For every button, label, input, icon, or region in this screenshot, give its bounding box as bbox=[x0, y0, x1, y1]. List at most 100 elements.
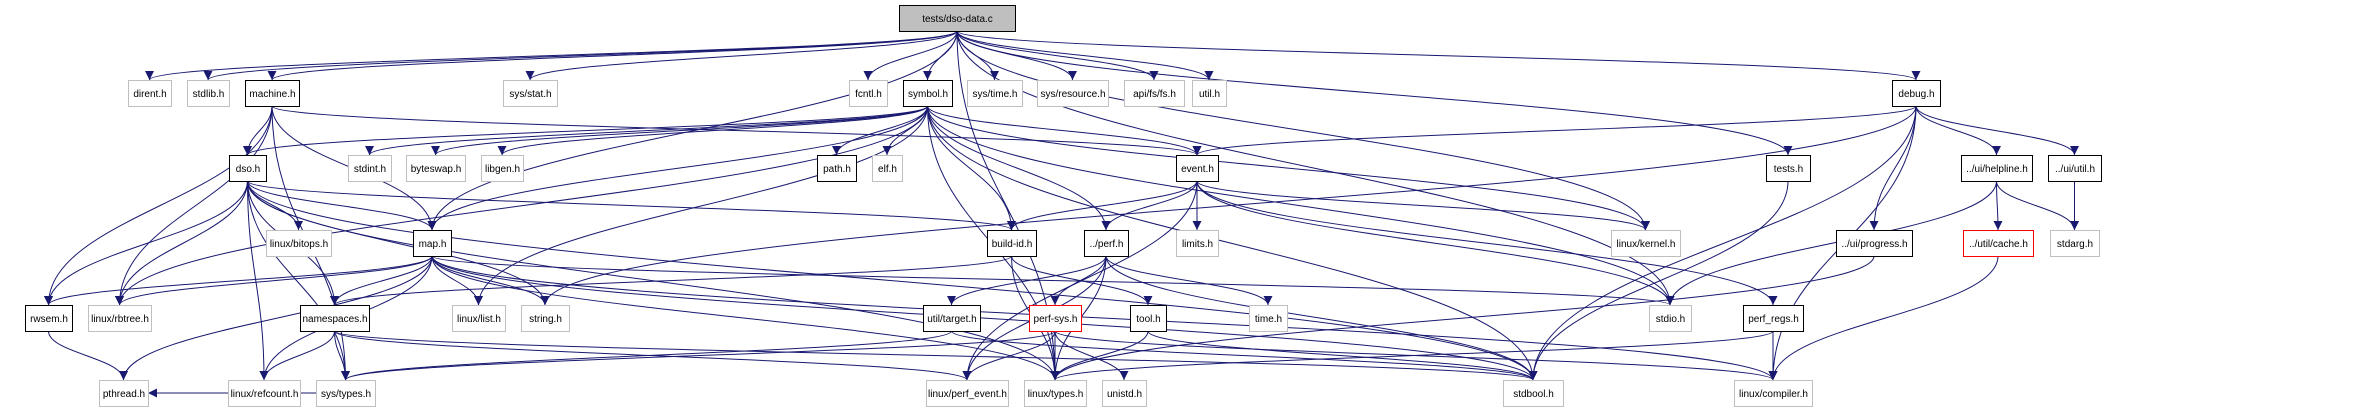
node-machine[interactable]: machine.h bbox=[245, 80, 300, 107]
node-label: linux/perf_event.h bbox=[928, 389, 1007, 400]
edge-map-to-rwsem bbox=[44, 255, 433, 306]
node-helpline[interactable]: ../ui/helpline.h bbox=[1961, 155, 2033, 182]
edge-map-to-pthread bbox=[119, 255, 433, 381]
edge-namespaces-to-refcount bbox=[259, 330, 335, 381]
edge-machine-to-rwsem bbox=[44, 105, 273, 306]
node-util: util.h bbox=[1192, 80, 1227, 107]
node-namespaces[interactable]: namespaces.h bbox=[300, 305, 370, 332]
node-target[interactable]: util/target.h bbox=[923, 305, 981, 332]
node-label: sys/time.h bbox=[972, 89, 1017, 100]
node-box bbox=[1037, 80, 1109, 107]
edge-event-to-stdio bbox=[1196, 180, 1675, 306]
node-sysresource: sys/resource.h bbox=[1037, 80, 1109, 107]
node-path[interactable]: path.h bbox=[817, 155, 857, 182]
edge-symbol-to-byteswap bbox=[431, 105, 928, 156]
node-box bbox=[1892, 80, 1941, 107]
node-progress[interactable]: ../ui/progress.h bbox=[1836, 230, 1913, 257]
node-box bbox=[1176, 230, 1219, 257]
edge-debug-to-uiutil bbox=[1915, 105, 2079, 156]
edge-symbol-to-stdint bbox=[365, 105, 928, 156]
node-pthread: pthread.h bbox=[99, 380, 149, 407]
node-unistd: unistd.h bbox=[1102, 380, 1147, 407]
node-box bbox=[406, 155, 466, 182]
node-root[interactable]: tests/dso-data.c bbox=[899, 5, 1016, 32]
node-perfsys[interactable]: perf-sys.h bbox=[1029, 305, 1082, 332]
node-label: event.h bbox=[1181, 164, 1214, 175]
edge-root-to-util bbox=[956, 30, 1214, 81]
node-buildid[interactable]: build-id.h bbox=[987, 230, 1037, 257]
node-tests[interactable]: tests.h bbox=[1766, 155, 1811, 182]
edge-perf-to-time bbox=[1105, 255, 1273, 306]
node-box bbox=[1836, 230, 1913, 257]
edge-tool-to-ltypes bbox=[1050, 330, 1149, 381]
node-box bbox=[228, 380, 301, 407]
edge-root-to-dirent bbox=[145, 30, 958, 81]
node-label: tests.h bbox=[1774, 164, 1803, 175]
edge-root-to-stdlib bbox=[203, 30, 958, 81]
node-stdbool: stdbool.h bbox=[1503, 380, 1564, 407]
node-label: stdlib.h bbox=[193, 89, 225, 100]
node-label: path.h bbox=[823, 164, 851, 175]
edge-target-to-stdbool bbox=[951, 330, 1538, 381]
node-debug[interactable]: debug.h bbox=[1892, 80, 1941, 107]
nodes-layer: tests/dso-data.c dirent.h stdlib.h machine.… bbox=[25, 5, 2102, 407]
edge-perfsys-to-unistd bbox=[1054, 330, 1129, 381]
node-box bbox=[2050, 230, 2100, 257]
node-apifs: api/fs/fs.h bbox=[1124, 80, 1185, 107]
node-label: perf-sys.h bbox=[1034, 314, 1078, 325]
node-label: stdio.h bbox=[1656, 314, 1685, 325]
node-label: dirent.h bbox=[133, 89, 166, 100]
edge-dso-to-rbtree bbox=[115, 180, 248, 306]
node-label: debug.h bbox=[1898, 89, 1934, 100]
node-label: symbol.h bbox=[908, 89, 948, 100]
node-byteswap: byteswap.h bbox=[406, 155, 466, 182]
edge-perf-to-target bbox=[947, 255, 1107, 306]
edge-cache-to-compiler bbox=[1768, 255, 1999, 381]
node-rbtree: linux/rbtree.h bbox=[88, 305, 152, 332]
edge-machine-to-event bbox=[271, 105, 1202, 156]
node-box bbox=[849, 80, 888, 107]
node-stdlib: stdlib.h bbox=[187, 80, 230, 107]
node-label: util.h bbox=[1199, 89, 1220, 100]
node-label: linux/refcount.h bbox=[231, 389, 299, 400]
node-symbol[interactable]: symbol.h bbox=[903, 80, 953, 107]
node-rwsem[interactable]: rwsem.h bbox=[25, 305, 73, 332]
node-label: tests/dso-data.c bbox=[922, 14, 993, 25]
edge-event-to-perf bbox=[1101, 180, 1198, 231]
edge-debug-to-helpline bbox=[1915, 105, 2001, 156]
node-label: sys/types.h bbox=[321, 389, 371, 400]
node-label: ../perf.h bbox=[1090, 239, 1124, 250]
node-box bbox=[1130, 305, 1167, 332]
node-map[interactable]: map.h bbox=[413, 230, 452, 257]
node-uiutil[interactable]: ../ui/util.h bbox=[2048, 155, 2102, 182]
node-box bbox=[1029, 305, 1082, 332]
node-perf[interactable]: ../perf.h bbox=[1084, 230, 1129, 257]
node-box bbox=[1649, 305, 1692, 332]
edge-machine-to-rbtree bbox=[115, 105, 273, 306]
edge-event-to-kernel bbox=[1196, 180, 1650, 231]
edge-symbol-to-libgen bbox=[497, 105, 928, 156]
edge-symbol-to-perf bbox=[927, 105, 1111, 231]
node-tool[interactable]: tool.h bbox=[1130, 305, 1167, 332]
node-event[interactable]: event.h bbox=[1176, 155, 1219, 182]
node-label: tool.h bbox=[1136, 314, 1160, 325]
node-box bbox=[987, 230, 1037, 257]
node-cache[interactable]: ../util/cache.h bbox=[1963, 230, 2034, 257]
edge-helpline-to-cache bbox=[1993, 180, 2003, 231]
edge-event-to-perfregs bbox=[1196, 180, 1778, 306]
edge-dso-to-map bbox=[247, 180, 437, 231]
node-label: sys/stat.h bbox=[509, 89, 551, 100]
node-string: string.h bbox=[521, 305, 570, 332]
edge-debug-to-event bbox=[1192, 105, 1917, 156]
node-label: dso.h bbox=[236, 164, 260, 175]
node-dso[interactable]: dso.h bbox=[229, 155, 267, 182]
node-box bbox=[817, 155, 857, 182]
node-perfregs[interactable]: perf_regs.h bbox=[1743, 305, 1804, 332]
node-box bbox=[245, 80, 300, 107]
edge-map-to-compiler bbox=[431, 255, 1778, 381]
node-box bbox=[1503, 380, 1564, 407]
edge-root-to-sysstat bbox=[525, 30, 958, 81]
node-label: ../util/cache.h bbox=[1969, 239, 2028, 250]
node-box bbox=[25, 305, 73, 332]
